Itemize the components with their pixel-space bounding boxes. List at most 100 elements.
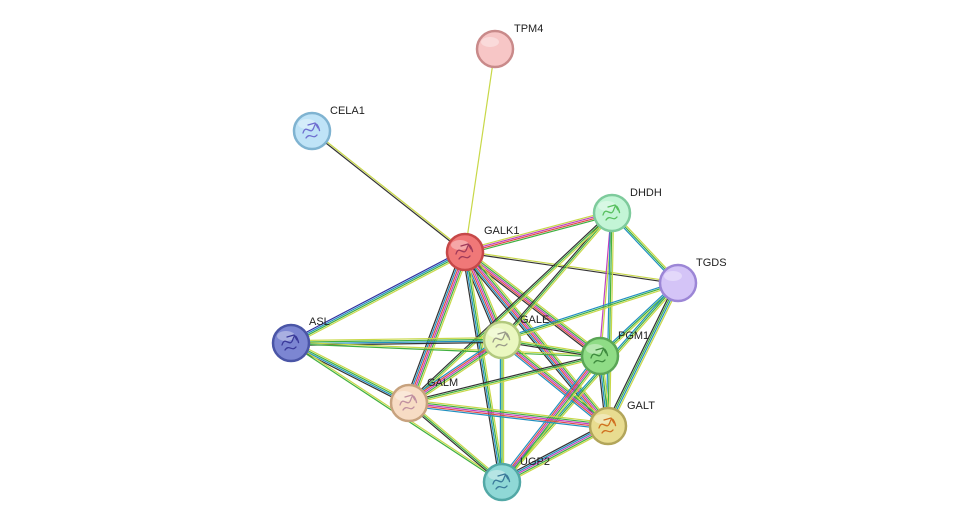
edge-dhdh-pgm1[interactable] xyxy=(598,212,614,357)
edge-evidence-line xyxy=(503,428,610,486)
edge-evidence-line xyxy=(466,251,505,482)
edge-galk1-galt[interactable] xyxy=(461,249,612,429)
node-tgds[interactable]: TGDS xyxy=(658,257,727,303)
node-label: DHDH xyxy=(630,187,662,199)
node-galm[interactable]: GALM xyxy=(389,377,458,423)
edge-evidence-line xyxy=(291,341,410,403)
edge-evidence-line xyxy=(290,338,502,343)
edge-galk1-galm[interactable] xyxy=(404,250,470,405)
node-gale[interactable]: GALE xyxy=(482,314,549,360)
edge-evidence-line xyxy=(291,340,411,402)
edge-tgds-galt[interactable] xyxy=(605,281,681,428)
edge-dhdh-galm[interactable] xyxy=(407,211,614,405)
edge-evidence-line xyxy=(465,250,679,283)
node-label: ASL xyxy=(309,316,330,328)
node-highlight xyxy=(598,201,616,211)
node-circle xyxy=(475,29,515,69)
edge-evidence-line xyxy=(598,212,612,356)
edge-evidence-line xyxy=(409,400,609,426)
edge-galk1-tgds[interactable] xyxy=(464,250,679,285)
edge-evidence-line xyxy=(502,213,614,342)
edge-evidence-line xyxy=(409,401,504,482)
node-cela1[interactable]: CELA1 xyxy=(292,105,365,151)
edge-evidence-line xyxy=(311,131,465,254)
edge-evidence-line xyxy=(408,402,503,483)
node-label: GALK1 xyxy=(484,225,519,237)
edge-evidence-line xyxy=(408,353,600,403)
edge-evidence-line xyxy=(500,424,608,482)
protein-structure-icon xyxy=(281,334,300,351)
edge-evidence-line xyxy=(502,283,680,484)
edge-evidence-line xyxy=(407,251,465,403)
edge-galk1-ugp2[interactable] xyxy=(462,251,505,483)
edge-evidence-line xyxy=(412,253,470,405)
edge-evidence-line xyxy=(409,252,467,404)
edge-evidence-line xyxy=(290,250,465,343)
edge-galk1-asl[interactable] xyxy=(289,249,467,346)
edge-asl-pgm1[interactable] xyxy=(290,341,601,358)
edge-evidence-line xyxy=(289,344,409,406)
edge-evidence-line xyxy=(463,252,608,427)
edge-evidence-line xyxy=(600,213,614,357)
edge-evidence-line xyxy=(501,212,613,341)
edge-evidence-line xyxy=(605,212,612,426)
edge-evidence-line xyxy=(463,252,502,483)
edge-asl-gale[interactable] xyxy=(290,337,503,346)
edge-evidence-line xyxy=(409,356,601,406)
edge-evidence-line xyxy=(291,341,601,356)
node-label: GALT xyxy=(627,400,655,412)
node-highlight xyxy=(488,328,506,338)
edge-galt-ugp2[interactable] xyxy=(500,422,610,486)
edge-gale-galt[interactable] xyxy=(499,337,611,429)
edge-cela1-galk1[interactable] xyxy=(311,129,466,254)
edge-evidence-line xyxy=(609,283,681,428)
edge-galm-ugp2[interactable] xyxy=(407,401,504,484)
node-asl[interactable]: ASL xyxy=(271,316,330,363)
edge-evidence-line xyxy=(502,426,610,484)
node-galt[interactable]: GALT xyxy=(588,400,655,446)
edge-evidence-line xyxy=(501,425,609,483)
edge-evidence-line xyxy=(464,210,612,251)
edge-evidence-line xyxy=(503,337,611,424)
node-tpm4[interactable]: TPM4 xyxy=(475,23,543,69)
node-ugp2[interactable]: UGP2 xyxy=(482,456,550,502)
node-highlight xyxy=(586,344,604,354)
edge-galk1-dhdh[interactable] xyxy=(464,210,613,255)
edge-pgm1-galm[interactable] xyxy=(408,353,601,406)
edge-evidence-line xyxy=(408,212,613,404)
edge-evidence-line xyxy=(407,403,502,484)
edges-layer xyxy=(289,48,681,486)
edge-evidence-line xyxy=(606,282,678,426)
edge-evidence-line xyxy=(290,343,600,358)
edge-evidence-line xyxy=(502,283,679,343)
edge-evidence-line xyxy=(404,250,462,402)
edge-asl-galm[interactable] xyxy=(289,340,411,406)
edge-evidence-line xyxy=(608,213,615,427)
edge-evidence-line xyxy=(290,343,409,405)
edge-evidence-line xyxy=(407,211,612,403)
edge-evidence-line xyxy=(608,283,680,427)
edge-dhdh-galt[interactable] xyxy=(605,212,615,427)
edge-galm-galt[interactable] xyxy=(408,399,609,430)
edge-evidence-line xyxy=(462,252,501,483)
edge-tpm4-galk1[interactable] xyxy=(464,48,496,253)
node-dhdh[interactable]: DHDH xyxy=(592,187,662,233)
edge-tgds-gale[interactable] xyxy=(501,280,679,343)
node-highlight xyxy=(451,240,469,250)
node-pgm1[interactable]: PGM1 xyxy=(580,330,649,376)
protein-structure-icon xyxy=(399,394,418,411)
edge-evidence-line xyxy=(409,213,614,405)
edge-evidence-line xyxy=(289,249,465,342)
edge-evidence-line xyxy=(500,340,608,428)
node-galk1[interactable]: GALK1 xyxy=(445,225,519,272)
edge-evidence-line xyxy=(465,213,613,254)
protein-structure-icon xyxy=(590,347,609,364)
edge-evidence-line xyxy=(464,211,612,252)
edge-evidence-line xyxy=(291,253,467,346)
edge-evidence-line xyxy=(500,422,607,480)
edge-evidence-line xyxy=(462,253,607,428)
edge-evidence-line xyxy=(605,281,677,426)
edge-evidence-line xyxy=(464,252,678,285)
node-label: UGP2 xyxy=(520,456,550,468)
